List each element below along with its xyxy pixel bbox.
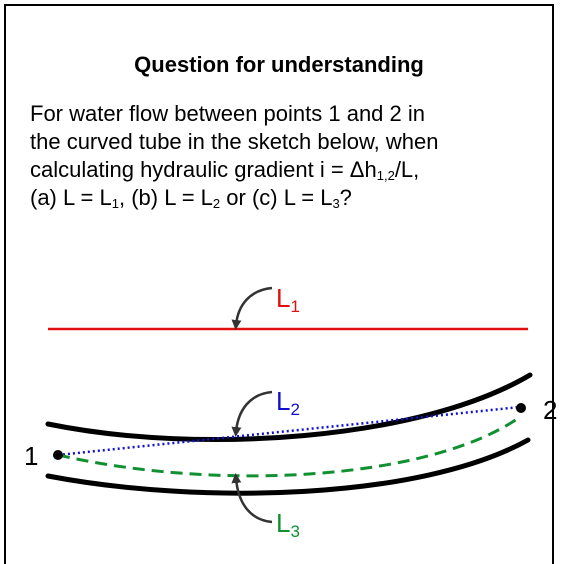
l2-label: L2 (276, 386, 300, 419)
question-text: For water flow between points 1 and 2 in… (30, 100, 545, 212)
l1-label: L1 (276, 283, 300, 316)
l1-leader-arrow (231, 286, 273, 330)
option-c: or (c) L = L (220, 185, 333, 210)
l3-leader-arrow (231, 473, 273, 524)
l3-label: L3 (276, 508, 300, 541)
option-b-sub: 2 (212, 196, 221, 211)
question-line-2: the curved tube in the sketch below, whe… (30, 129, 439, 154)
question-options: (a) L = L1, (b) L = L2 or (c) L = L3? (30, 184, 545, 212)
option-a-sub: 1 (111, 196, 119, 211)
option-a: (a) L = L (30, 185, 112, 210)
question-line-1: For water flow between points 1 and 2 in (30, 101, 426, 126)
option-end: ? (339, 185, 352, 210)
point-1-dot (53, 450, 63, 460)
point-1-label: 1 (24, 441, 38, 471)
option-c-sub: 3 (332, 196, 340, 211)
point-2-label: 2 (543, 395, 557, 425)
point-2-dot (516, 403, 526, 413)
option-b: , (b) L = L (118, 185, 213, 210)
question-line-3-end: /L, (394, 157, 420, 182)
question-line-3-text: calculating hydraulic gradient i = Δh (30, 157, 377, 182)
l2-leader-arrow (231, 390, 273, 437)
question-line-3: calculating hydraulic gradient i = Δh1,2… (30, 156, 545, 184)
l3-dashed-curve (57, 415, 521, 478)
tube-lower-wall (45, 437, 531, 496)
question-line-3-sub: 1,2 (376, 168, 395, 183)
question-title: Question for understanding (134, 52, 424, 77)
tube-upper-wall (45, 372, 533, 442)
question-frame (4, 4, 554, 564)
